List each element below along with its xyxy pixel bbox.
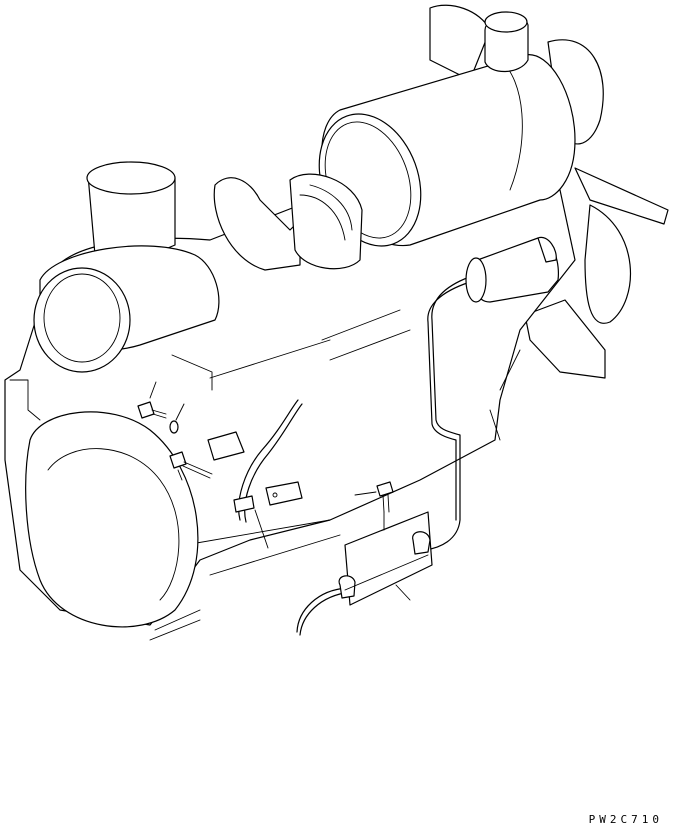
intake-pipe [86,161,176,263]
front-cover [9,245,220,628]
hardware [137,401,394,513]
washer [169,420,179,434]
intake-hose [213,173,363,271]
fuel-tube [296,274,476,636]
figure-code: PW2C710 [588,813,663,826]
bolt-lower [169,451,213,479]
bolt-upper [137,401,167,419]
bracket-plate [338,511,433,606]
leader-lines [149,354,411,601]
bolt-right [376,481,394,513]
tube-clamp-bracket [207,399,303,523]
fuel-filter [465,236,560,303]
